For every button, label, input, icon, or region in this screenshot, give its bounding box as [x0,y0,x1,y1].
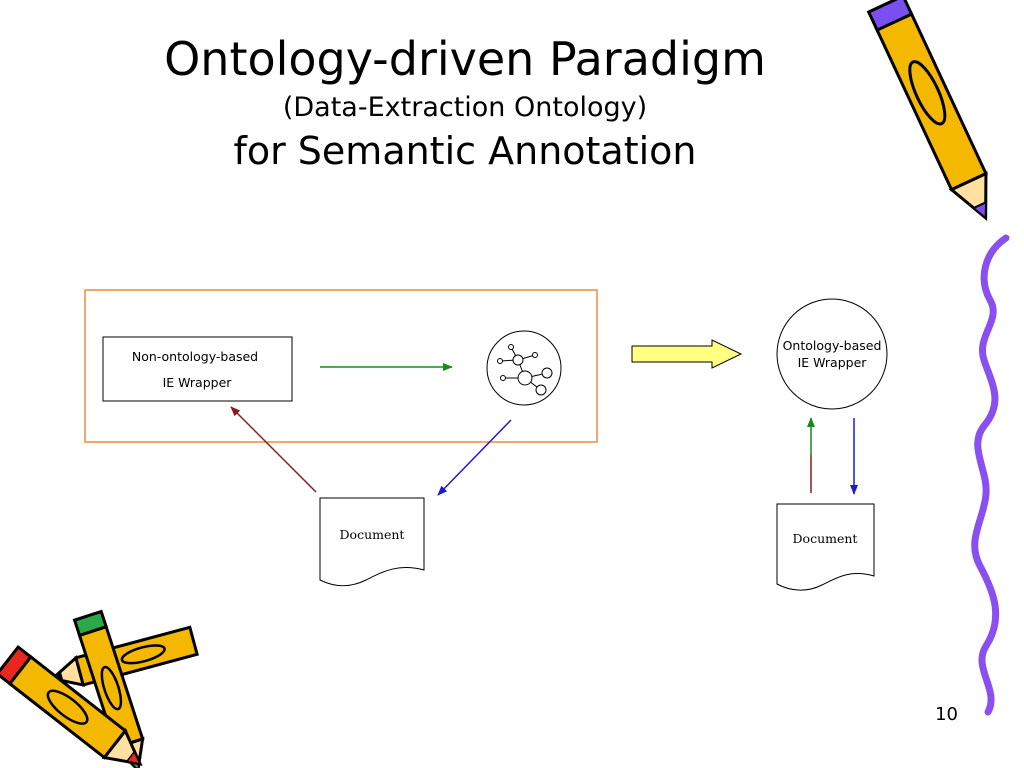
ontology-wrapper-label-line1: Ontology-based [783,338,882,353]
squiggle-line [971,234,1010,716]
document-label-right: Document [793,531,858,546]
wrapper-frame [84,289,598,443]
document-left: Document [319,497,425,587]
document-label-left: Document [340,527,405,542]
ontology-graph-icon [486,330,562,406]
pencil-icon [866,0,988,222]
page-number: 10 [935,704,958,725]
maroon-arrow-left [230,406,317,493]
wrapper-label-line1: Non-ontology-based [132,349,258,364]
wrapper-label-line2: IE Wrapper [163,375,233,390]
title-line-1: Ontology-driven Paradigm [164,32,766,86]
title-line-2: (Data-Extraction Ontology) [282,92,648,123]
pencil-icon [0,644,143,766]
title-line-3: for Semantic Annotation [233,129,697,173]
document-right: Document [776,503,875,591]
non-ontology-wrapper-box: Non-ontology-based IE Wrapper [102,336,293,402]
ontology-wrapper-circle: Ontology-based IE Wrapper [776,298,888,410]
transition-block-arrow [631,339,743,369]
ontology-wrapper-label-line2: IE Wrapper [798,355,868,370]
blue-arrow-left [437,419,512,496]
slide-title: Ontology-driven Paradigm (Data-Extractio… [0,28,930,176]
